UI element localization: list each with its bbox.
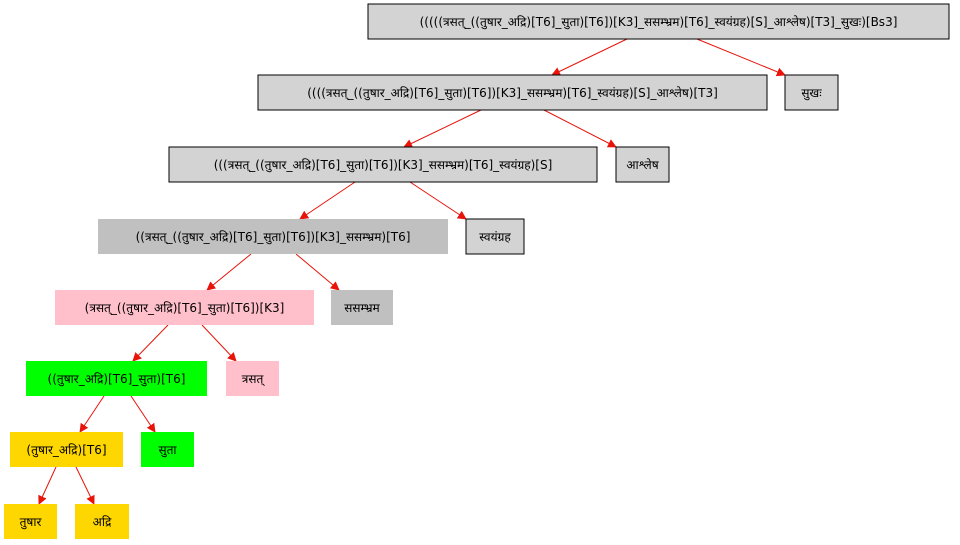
tree-node: ससम्भ्रम <box>331 290 393 325</box>
node-label: अद्रि <box>93 515 112 529</box>
node-label: स्वयंग्रह <box>479 230 511 244</box>
node-label: सुता <box>158 443 177 458</box>
edge-n10-n13 <box>130 395 156 433</box>
edge-n4-n7 <box>409 181 467 220</box>
tree-node: तुषार <box>4 504 57 539</box>
nodes: (((((त्रसत्_((तुषार_अद्रि)[T6]_सुता)[T6]… <box>4 3 950 539</box>
tree-node: आश्लेष <box>615 146 670 183</box>
node-box <box>784 74 839 111</box>
tree-node: सुता <box>141 432 194 467</box>
edge-n8-n10 <box>132 324 169 362</box>
tree-node: (तुषार_अद्रि)[T6] <box>10 432 123 467</box>
node-label: (((((त्रसत्_((तुषार_अद्रि)[T6]_सुता)[T6]… <box>420 15 898 30</box>
node-label: ((((त्रसत्_((तुषार_अद्रि)[T6]_सुता)[T6])… <box>307 86 718 101</box>
node-label: (त्रसत्_((तुषार_अद्रि)[T6]_सुता)[T6])[K3… <box>85 301 285 316</box>
node-box <box>465 218 525 255</box>
node-label: (तुषार_अद्रि)[T6] <box>26 443 106 458</box>
node-box <box>367 3 950 40</box>
node-label: ((तुषार_अद्रि)[T6]_सुता)[T6] <box>48 372 186 387</box>
node-box <box>615 146 670 183</box>
node-box <box>4 504 57 539</box>
tree-node: सुखः <box>784 74 839 111</box>
node-label: (((त्रसत्_((तुषार_अद्रि)[T6]_सुता)[T6])[… <box>214 158 553 173</box>
edge-n6-n9 <box>295 253 340 291</box>
node-box <box>168 146 598 183</box>
node-box <box>226 361 279 396</box>
node-box <box>98 219 448 254</box>
node-box <box>257 74 768 111</box>
tree-node: (((त्रसत्_((तुषार_अद्रि)[T6]_सुता)[T6])[… <box>168 146 598 183</box>
node-box <box>55 290 314 325</box>
node-label: ((त्रसत्_((तुषार_अद्रि)[T6]_सुता)[T6])[K… <box>136 230 411 245</box>
node-label: त्रसत् <box>242 372 266 387</box>
edge-n6-n8 <box>206 253 252 291</box>
tree-node: ((((त्रसत्_((तुषार_अद्रि)[T6]_सुता)[T6])… <box>257 74 768 111</box>
node-label: आश्लेष <box>626 158 659 172</box>
node-box <box>75 504 129 539</box>
tree-node: अद्रि <box>75 504 129 539</box>
edge-n12-n14 <box>38 466 57 505</box>
edge-n8-n11 <box>201 324 237 362</box>
tree-node: ((त्रसत्_((तुषार_अद्रि)[T6]_सुता)[T6])[K… <box>98 219 448 254</box>
node-box <box>331 290 393 325</box>
tree-node: (त्रसत्_((तुषार_अद्रि)[T6]_सुता)[T6])[K3… <box>55 290 314 325</box>
edge-n12-n15 <box>75 466 95 505</box>
tree-node: त्रसत् <box>226 361 279 396</box>
edge-n2-n5 <box>543 109 617 148</box>
edges <box>38 38 786 505</box>
edge-n4-n6 <box>299 181 356 220</box>
edge-n1-n3 <box>696 38 786 77</box>
node-box <box>141 432 194 467</box>
edge-n2-n4 <box>403 109 482 148</box>
node-label: सुखः <box>801 86 822 101</box>
edge-n1-n2 <box>551 38 628 76</box>
tree-node: (((((त्रसत्_((तुषार_अद्रि)[T6]_सुता)[T6]… <box>367 3 950 40</box>
tree-node: स्वयंग्रह <box>465 218 525 255</box>
node-box <box>26 361 207 396</box>
edge-n10-n12 <box>79 395 105 433</box>
node-label: ससम्भ्रम <box>344 301 380 315</box>
tree-node: ((तुषार_अद्रि)[T6]_सुता)[T6] <box>26 361 207 396</box>
node-label: तुषार <box>20 515 43 530</box>
node-box <box>10 432 123 467</box>
